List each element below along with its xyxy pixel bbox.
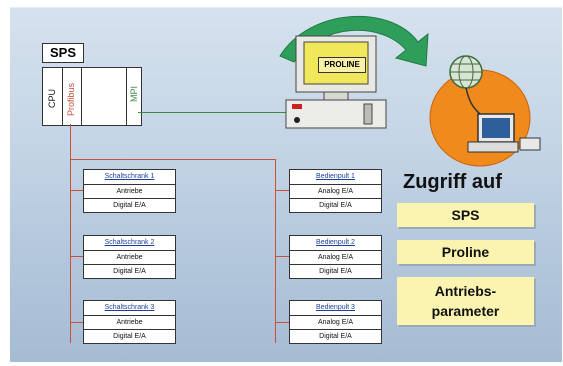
mpi-wire [138, 112, 294, 113]
panel-title: Bedienpult 2 [290, 236, 381, 251]
wire-cab2 [70, 256, 84, 257]
panel-row: Digital E/A [319, 202, 352, 209]
sps-rack: CPU Profibus MPI [42, 67, 142, 126]
wire-panel1 [275, 190, 290, 191]
cabinet-row: Digital E/A [113, 333, 146, 340]
cabinet-title: Schaltschrank 2 [84, 236, 175, 251]
panel-row: Analog E/A [290, 251, 381, 265]
panel-row: Digital E/A [319, 268, 352, 275]
panel-title: Bedienpult 3 [290, 301, 381, 316]
profibus-trunk [70, 124, 71, 343]
wire-panel2 [275, 256, 290, 257]
sps-slot-profibus: Profibus [62, 68, 82, 125]
sps-title: SPS [42, 43, 84, 63]
sps-slot-cpu: CPU [43, 68, 63, 125]
operator-panel-2: Bedienpult 2 Analog E/A Digital E/A [289, 235, 382, 279]
panel-row: Digital E/A [319, 333, 352, 340]
wire-cab3 [70, 322, 84, 323]
access-item-drive-parameters: Antriebs- parameter [397, 277, 534, 325]
panel-row: Analog E/A [290, 185, 381, 199]
cabinet-row: Antriebe [84, 316, 175, 330]
cabinet-row: Antriebe [84, 185, 175, 199]
cabinet-row: Digital E/A [113, 202, 146, 209]
computer-icon [285, 35, 387, 129]
access-heading: Zugriff auf [403, 171, 502, 193]
profibus-top-bus [70, 159, 276, 160]
wire-cab1 [70, 190, 84, 191]
monitor-label: PROLINE [318, 57, 366, 73]
cabinet-1: Schaltschrank 1 Antriebe Digital E/A [83, 169, 176, 213]
cabinet-row: Antriebe [84, 251, 175, 265]
cabinet-row: Digital E/A [113, 268, 146, 275]
panel-title: Bedienpult 1 [290, 170, 381, 185]
operator-panel-3: Bedienpult 3 Analog E/A Digital E/A [289, 300, 382, 344]
cabinet-title: Schaltschrank 3 [84, 301, 175, 316]
wire-panel3 [275, 322, 290, 323]
access-item-proline: Proline [397, 240, 534, 264]
globe-icon [429, 55, 541, 167]
panel-row: Analog E/A [290, 316, 381, 330]
cabinet-3: Schaltschrank 3 Antriebe Digital E/A [83, 300, 176, 344]
cpu-label: CPU [47, 88, 57, 108]
mpi-label: MPI [129, 85, 139, 102]
access-item-sps: SPS [397, 203, 534, 227]
cabinet-title: Schaltschrank 1 [84, 170, 175, 185]
profibus-label: Profibus [66, 82, 76, 116]
sps-slot-mpi: MPI [126, 68, 141, 125]
operator-panel-1: Bedienpult 1 Analog E/A Digital E/A [289, 169, 382, 213]
profibus-right-trunk [275, 159, 276, 343]
cabinet-2: Schaltschrank 2 Antriebe Digital E/A [83, 235, 176, 279]
